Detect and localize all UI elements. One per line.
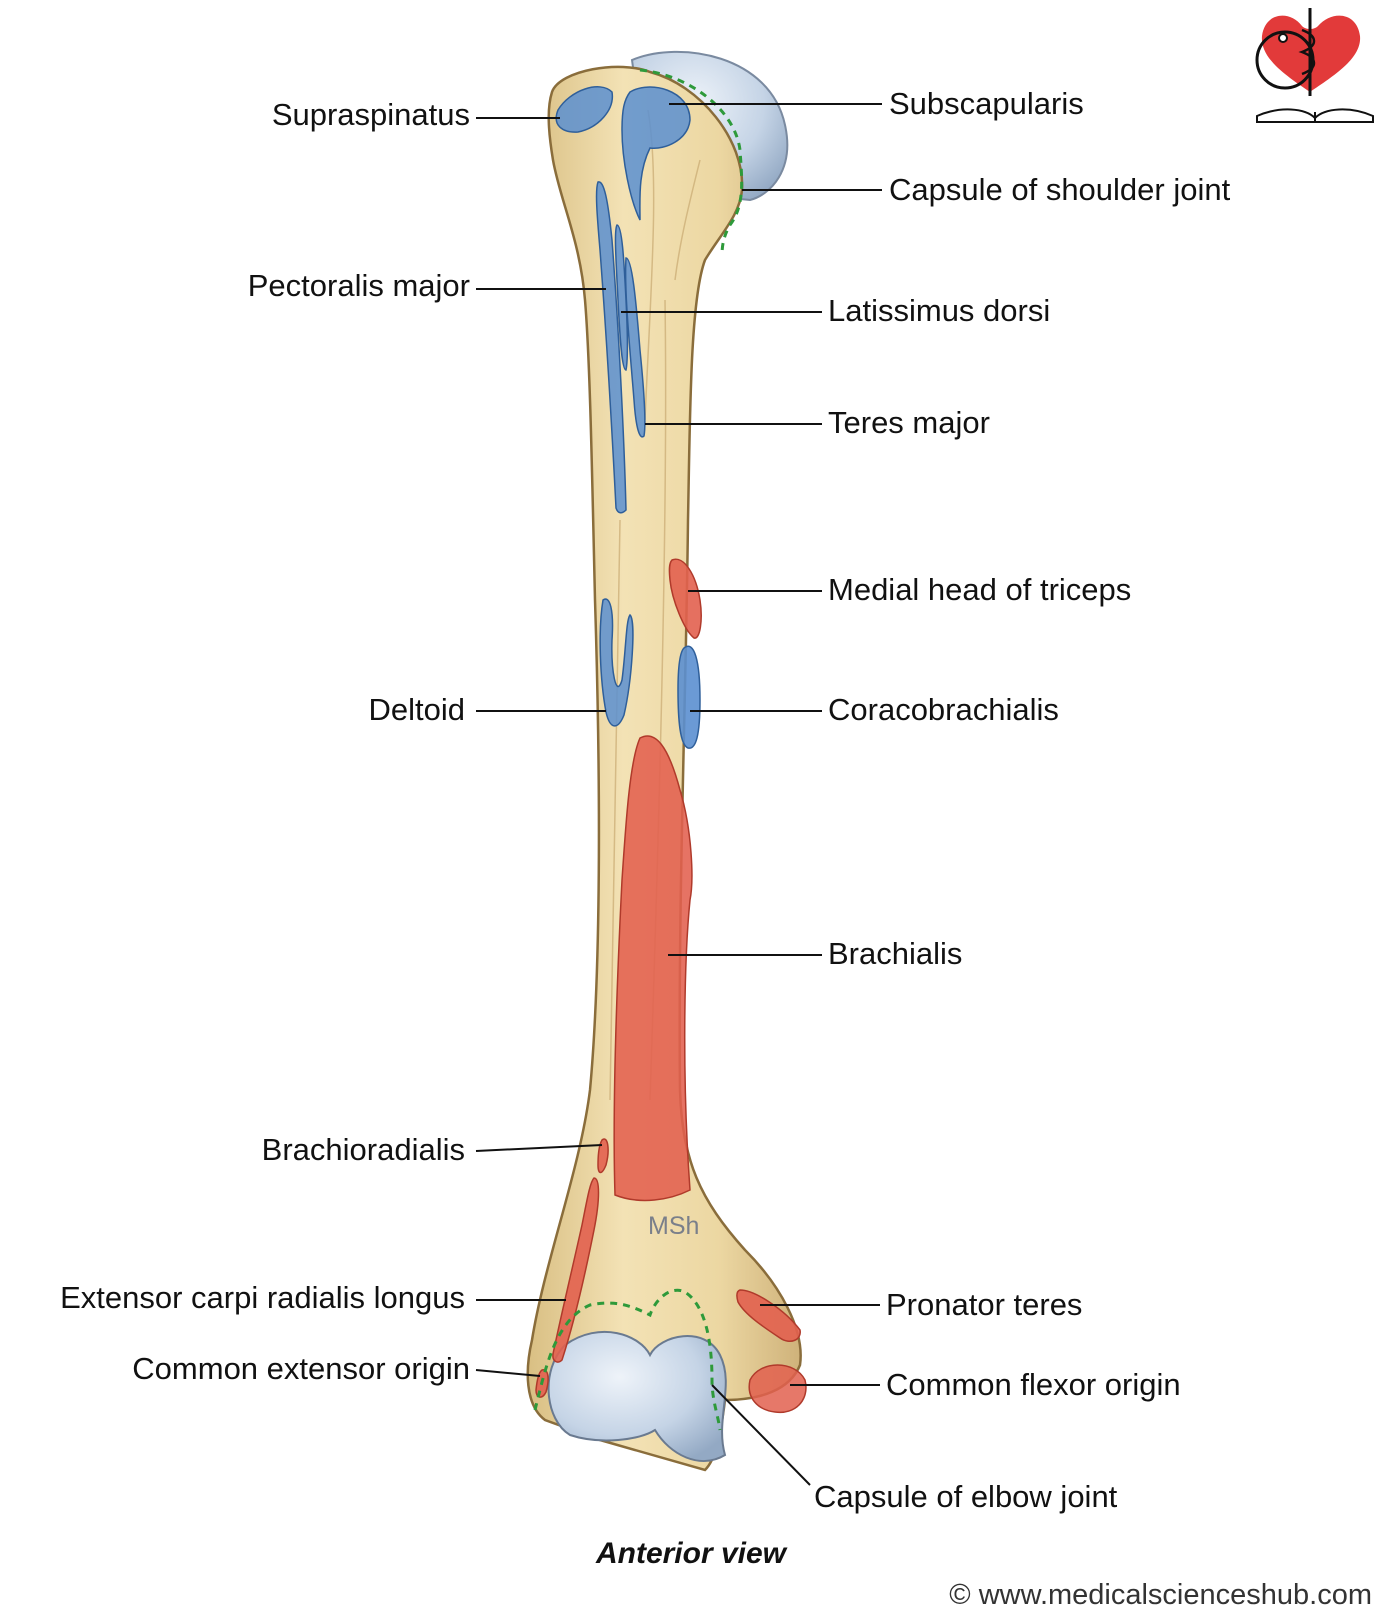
brachialis-origin — [613, 735, 693, 1202]
pectoralis-major-insertion — [595, 181, 627, 514]
label-medial-head-triceps: Medial head of triceps — [828, 572, 1132, 607]
elbow-articular-surface — [547, 1330, 727, 1462]
label-brachialis: Brachialis — [828, 936, 963, 971]
leader-lines — [475, 103, 882, 1486]
pronator-teres-origin — [736, 1289, 801, 1342]
label-coracobrachialis: Coracobrachialis — [828, 692, 1059, 727]
ecrl-origin — [552, 1177, 600, 1363]
capsule-shoulder-line — [639, 68, 744, 256]
watermark: © www.medicalscienceshub.com — [949, 1579, 1372, 1611]
label-common-flexor-origin: Common flexor origin — [886, 1367, 1181, 1402]
latissimus-dorsi-insertion — [614, 224, 629, 371]
label-deltoid: Deltoid — [368, 692, 466, 727]
deltoid-insertion — [599, 598, 634, 727]
coracobrachialis-insertion — [677, 645, 701, 749]
label-capsule-shoulder: Capsule of shoulder joint — [889, 172, 1231, 207]
capsule-elbow-line — [533, 1288, 722, 1431]
subscapularis-insertion — [621, 86, 691, 221]
label-capsule-elbow: Capsule of elbow joint — [814, 1479, 1118, 1514]
label-supraspinatus: Supraspinatus — [271, 97, 470, 132]
label-common-extensor-origin: Common extensor origin — [132, 1351, 470, 1386]
supraspinatus-insertion — [555, 86, 613, 133]
label-latissimus-dorsi: Latissimus dorsi — [828, 293, 1051, 328]
label-extensor-carpi-radialis-longus: Extensor carpi radialis longus — [60, 1280, 465, 1315]
artist-initials: MSh — [648, 1212, 700, 1240]
medial-head-triceps-origin — [668, 558, 702, 639]
logo-icon — [1255, 8, 1374, 123]
label-subscapularis: Subscapularis — [889, 86, 1084, 121]
brachioradialis-origin — [597, 1138, 609, 1174]
label-teres-major: Teres major — [828, 405, 990, 440]
label-pronator-teres: Pronator teres — [886, 1287, 1083, 1322]
label-pectoralis-major: Pectoralis major — [247, 268, 470, 303]
teres-major-insertion — [624, 257, 646, 438]
figure-caption: Anterior view — [595, 1537, 787, 1570]
common-flexor-origin — [748, 1364, 807, 1414]
label-brachioradialis: Brachioradialis — [261, 1132, 465, 1167]
